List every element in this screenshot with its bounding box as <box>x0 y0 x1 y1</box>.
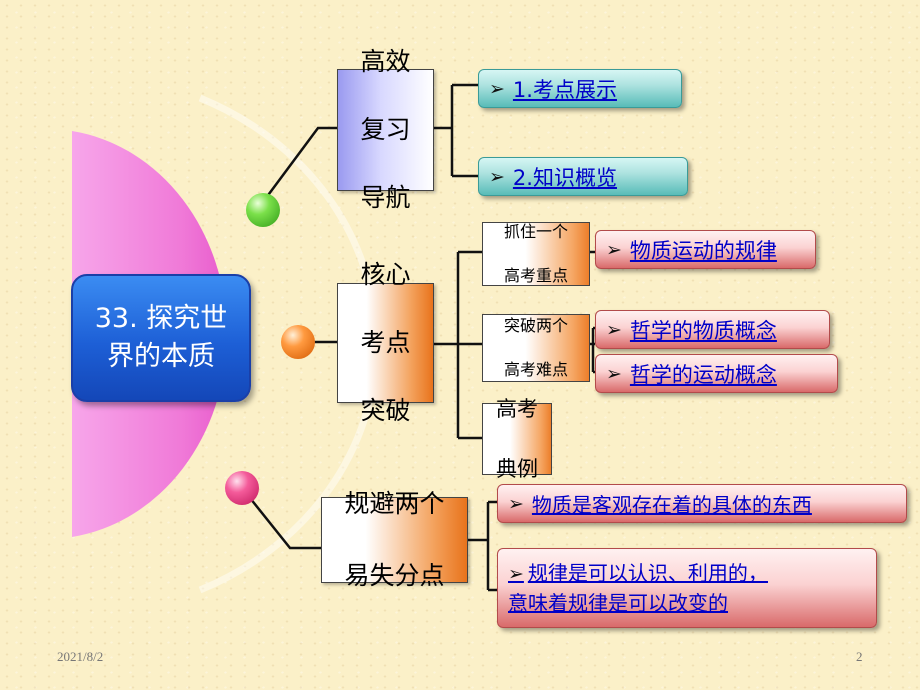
link-mistake-matter[interactable]: ➢ 物质是客观存在着的具体的东西 <box>497 484 907 523</box>
link-matter-concept[interactable]: ➢ 哲学的物质概念 <box>595 310 830 349</box>
subcategory-title-line: 典例 <box>496 457 538 481</box>
subcategory-difficult-points: 突破两个 高考难点 <box>482 314 590 382</box>
link-label: 物质是客观存在着的具体的东西 <box>531 493 812 517</box>
link-exam-points[interactable]: ➢ 1.考点展示 <box>478 69 682 108</box>
subcategory-title-line: 高考 <box>496 397 538 421</box>
connector-ball3-cat3 <box>241 487 321 550</box>
slide-date: 2021/8/2 <box>57 649 104 664</box>
subcategory-title-line: 高考难点 <box>503 360 568 379</box>
bullet-arrow-icon: ➢ <box>606 318 622 341</box>
central-topic-text: 33. 探究世界的本质 <box>94 303 228 372</box>
link-label-line: 意味着规律是可以改变的 <box>508 591 728 615</box>
category-title-line: 突破 <box>360 396 411 425</box>
category-title-line: 高效 <box>360 47 411 76</box>
bullet-arrow-icon: ➢ <box>489 77 505 100</box>
subcategory-title-line: 突破两个 <box>503 316 568 335</box>
category-core-points: 核心 考点 突破 <box>337 260 434 425</box>
link-label-line: 规律是可以认识、利用的， <box>527 561 768 585</box>
subcategory-title-line: 高考重点 <box>503 266 568 285</box>
branch1-node-ball <box>246 193 280 227</box>
link-label: 哲学的物质概念 <box>629 318 777 343</box>
link-label-multiline: ➢规律是可以认识、利用的， 意味着规律是可以改变的 <box>508 559 768 618</box>
connector-cat2-groups <box>434 250 482 440</box>
connector-group2-items <box>590 326 600 374</box>
bullet-arrow-icon: ➢ <box>508 563 524 585</box>
connector-ball1-cat1 <box>261 126 337 203</box>
link-laws-of-motion[interactable]: ➢ 物质运动的规律 <box>595 230 816 269</box>
bullet-arrow-icon: ➢ <box>489 165 505 188</box>
category-title-line: 导航 <box>360 183 411 212</box>
category-review-navigation: 高效 复习 导航 <box>337 47 434 212</box>
bullet-arrow-icon: ➢ <box>606 362 622 385</box>
branch3-node-ball <box>225 471 259 505</box>
category-title-line: 易失分点 <box>344 561 445 590</box>
subcategory-title-line: 抓住一个 <box>503 222 568 241</box>
subcategory-key-point: 抓住一个 高考重点 <box>482 222 590 286</box>
connector-cat1-items <box>434 83 478 178</box>
link-knowledge-overview[interactable]: ➢ 2.知识概览 <box>478 157 688 196</box>
link-mistake-laws[interactable]: ➢规律是可以认识、利用的， 意味着规律是可以改变的 <box>497 548 877 628</box>
bullet-arrow-icon: ➢ <box>606 238 622 261</box>
branch2-node-ball <box>281 325 315 359</box>
connector-cat3-items <box>468 500 497 592</box>
category-title-line: 考点 <box>360 328 411 357</box>
category-title-line: 规避两个 <box>344 489 445 518</box>
link-label: 物质运动的规律 <box>629 238 777 263</box>
category-title-line: 复习 <box>360 115 411 144</box>
bullet-arrow-icon: ➢ <box>508 492 524 515</box>
subcategory-typical-examples[interactable]: 高考 典例 <box>482 397 552 481</box>
slide-page-number: 2 <box>856 649 863 664</box>
link-motion-concept[interactable]: ➢ 哲学的运动概念 <box>595 354 838 393</box>
category-avoid-mistakes: 规避两个 易失分点 <box>321 489 468 590</box>
link-label: 2.知识概览 <box>512 165 617 190</box>
link-label: 哲学的运动概念 <box>629 362 777 387</box>
link-label: 1.考点展示 <box>512 77 617 102</box>
category-title-line: 核心 <box>360 260 411 289</box>
central-topic-box: 33. 探究世界的本质 <box>71 274 251 402</box>
